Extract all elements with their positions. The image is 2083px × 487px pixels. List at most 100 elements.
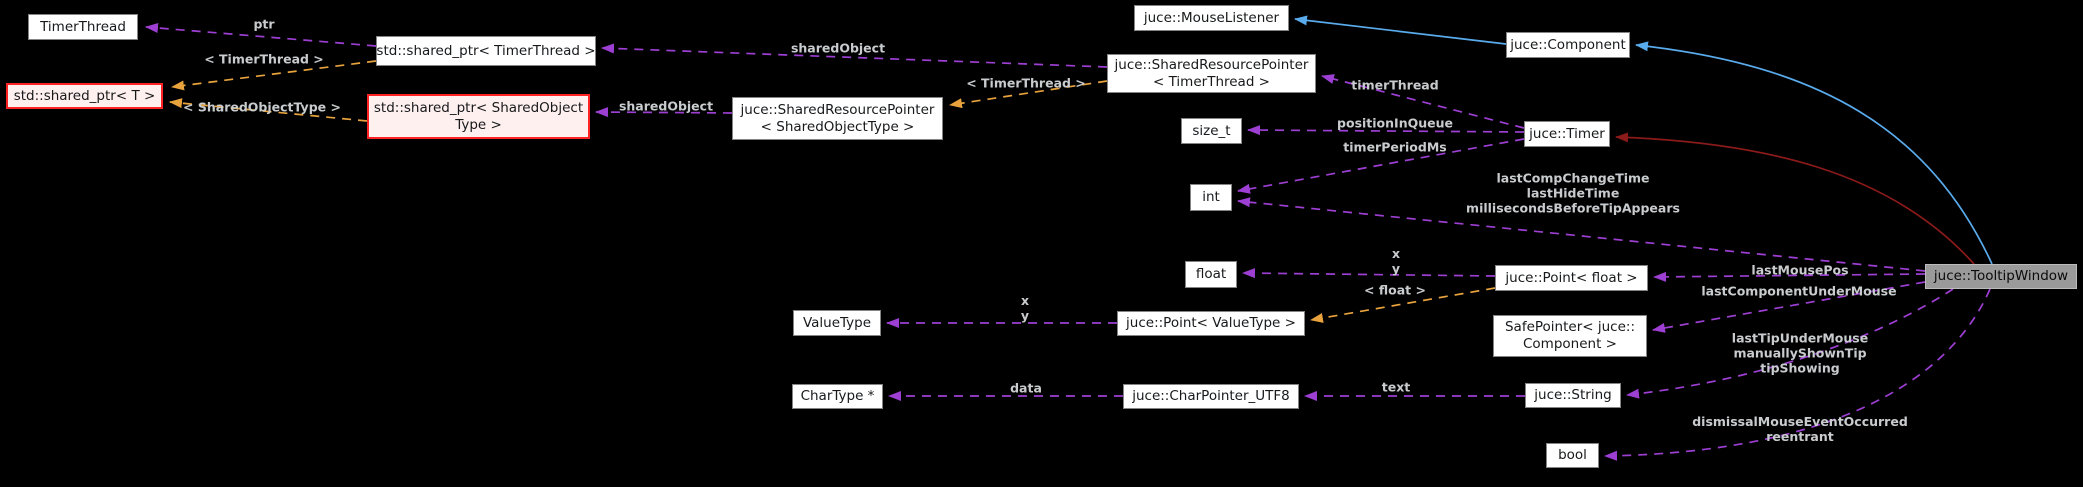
class-node-srp-sharedobjecttype[interactable]: juce::SharedResourcePointer< SharedObjec… [732,97,943,140]
class-node-chartype-ptr[interactable]: CharType * [792,384,883,409]
class-node-size-t[interactable]: size_t [1181,118,1242,144]
class-node-label: juce::String [1534,387,1612,403]
class-node-label: juce::TooltipWindow [1933,268,2069,284]
edge-label-line: y [1391,261,1401,276]
edge-label: timerThread [1351,78,1438,93]
edge-label-line: < float > [1364,282,1426,298]
edge-label-line: data [1010,380,1042,396]
edge-label: < TimerThread > [966,76,1086,91]
edge-label-line: sharedObject [790,40,886,56]
edge-label-line: text [1381,379,1411,395]
class-node-label: Component > [1523,336,1617,352]
edge-label-line: lastTipUnderMouse [1731,330,1869,346]
class-node-point-float[interactable]: juce::Point< float > [1495,265,1648,291]
class-node-label: juce::SharedResourcePointer [1114,56,1309,73]
class-node-label: std::shared_ptr< SharedObject [373,99,584,116]
class-node-label: size_t [1192,122,1231,139]
class-node-label: < TimerThread > [1153,73,1270,90]
class-node-label: bool [1558,447,1587,463]
class-node-valuetype[interactable]: ValueType [793,310,881,336]
edge-label: < float > [1364,283,1426,298]
edge-label-line: positionInQueue [1337,115,1453,131]
edge-label-line: lastComponentUnderMouse [1701,283,1897,299]
edge-label: data [1010,381,1042,396]
class-node-safepointer-component[interactable]: SafePointer< juce::Component > [1493,315,1647,357]
class-node-label: juce::Point< ValueType > [1126,315,1296,331]
class-node-label: juce::SharedResourcePointer [740,101,935,118]
class-node-label: ValueType [802,314,872,331]
edge-label: < TimerThread > [204,52,324,67]
edge-timer-to-int [1237,138,1525,194]
edge-srp-sharedobjecttype-to-shared-ptr-sharedobjecttype [595,107,733,118]
class-node-component[interactable]: juce::Component [1506,32,1630,58]
edge-label-line: lastHideTime [1526,185,1620,201]
class-node-point-valuetype[interactable]: juce::Point< ValueType > [1117,311,1305,336]
class-node-label: float [1195,266,1227,282]
edge-label: < SharedObjectType > [183,100,341,115]
edge-tooltipwindow-to-component [1635,41,1993,265]
class-node-label: < SharedObjectType > [760,118,915,135]
edge-label: lastMousePos [1751,263,1848,278]
edge-label-line: timerPeriodMs [1343,139,1447,155]
edge-tooltipwindow-to-string [1626,288,1954,399]
class-node-label: SafePointer< juce:: [1504,319,1635,335]
class-node-srp-timerthread[interactable]: juce::SharedResourcePointer< TimerThread… [1107,54,1316,93]
edge-label-line: sharedObject [618,98,714,114]
class-node-label: juce::Point< float > [1505,269,1638,286]
class-node-timer[interactable]: juce::Timer [1524,121,1610,147]
class-node-label: std::shared_ptr< TimerThread > [376,42,596,59]
class-node-label: TimerThread [40,18,126,35]
class-node-label: juce::CharPointer_UTF8 [1132,388,1290,404]
class-node-label: Type > [455,116,502,133]
edge-label-line: manuallyShownTip [1733,345,1867,361]
class-node-bool[interactable]: bool [1546,443,1599,468]
class-node-label: juce::Component [1510,36,1626,53]
edge-timer-to-size-t [1247,125,1525,136]
edge-tooltipwindow-to-safepointer-component [1652,281,1926,333]
edge-shared-ptr-sharedobjecttype-to-shared-ptr-t [169,98,368,122]
edge-label: lastComponentUnderMouse [1701,284,1896,299]
edge-label-line: < TimerThread > [966,75,1086,91]
edge-label: timerPeriodMs [1343,140,1446,155]
edge-label-line: millisecondsBeforeTipAppears [1466,200,1680,216]
class-node-timerthread[interactable]: TimerThread [28,14,138,40]
class-node-tooltipwindow: juce::TooltipWindow [1925,264,2077,289]
class-node-string[interactable]: juce::String [1525,383,1621,408]
edge-label-line: ptr [253,16,275,32]
edge-label-line: x [1020,293,1030,308]
edge-tooltipwindow-to-int [1237,197,1926,272]
edge-label-line: tipShowing [1760,360,1840,376]
edge-shared-ptr-timerthread-to-timerthread [145,23,377,47]
edge-point-float-to-float [1242,268,1496,279]
class-node-label: int [1202,189,1220,205]
edge-label-line: reentrant [1766,429,1834,444]
edge-component-to-mouselistener [1294,15,1507,45]
edge-srp-timerthread-to-shared-ptr-timerthread [601,43,1108,68]
edge-tooltipwindow-to-point-float [1653,271,1926,282]
edge-label: ptr [253,17,274,32]
class-node-label: std::shared_ptr< T > [13,87,156,104]
edge-label: sharedObject [791,41,885,56]
class-node-float[interactable]: float [1185,261,1237,288]
class-node-int[interactable]: int [1190,184,1232,211]
edge-label-line: lastCompChangeTime [1496,170,1650,186]
edge-label-line: x [1391,246,1401,261]
edge-label-line: lastMousePos [1751,262,1849,278]
class-node-shared-ptr-t[interactable]: std::shared_ptr< T > [6,83,163,109]
edge-tooltipwindow-to-timer [1615,132,1975,265]
class-node-shared-ptr-timerthread[interactable]: std::shared_ptr< TimerThread > [376,36,596,66]
edge-tooltipwindow-to-bool [1604,288,1991,461]
edge-label-line: < TimerThread > [204,51,324,67]
edge-label-line: < SharedObjectType > [183,99,341,115]
class-node-mouselistener[interactable]: juce::MouseListener [1134,5,1289,31]
class-node-charpointer-utf8[interactable]: juce::CharPointer_UTF8 [1123,384,1299,409]
edge-label-line: y [1020,308,1030,323]
edge-label: positionInQueue [1337,116,1453,131]
